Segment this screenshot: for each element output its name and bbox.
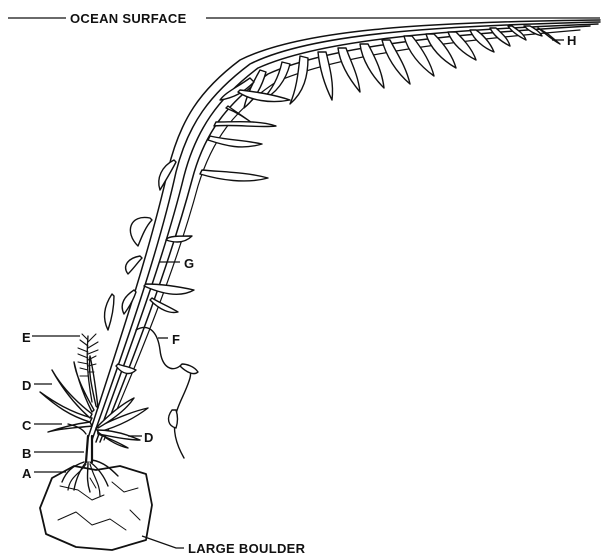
label-b: B (22, 446, 31, 461)
label-f: F (172, 332, 180, 347)
ocean-surface-label: OCEAN SURFACE (70, 11, 187, 26)
surface-canopy (200, 26, 560, 181)
label-d-right: D (144, 430, 153, 445)
stipe-bundle (88, 20, 600, 442)
label-c: C (22, 418, 32, 433)
label-g: G (184, 256, 194, 271)
label-h: H (567, 33, 576, 48)
label-e: E (22, 330, 31, 345)
boulder-label: LARGE BOULDER (188, 541, 306, 556)
boulder-leader (142, 536, 184, 548)
sporophylls-left (40, 356, 98, 432)
label-d-left: D (22, 378, 31, 393)
label-a: A (22, 466, 32, 481)
stipe (86, 436, 88, 462)
